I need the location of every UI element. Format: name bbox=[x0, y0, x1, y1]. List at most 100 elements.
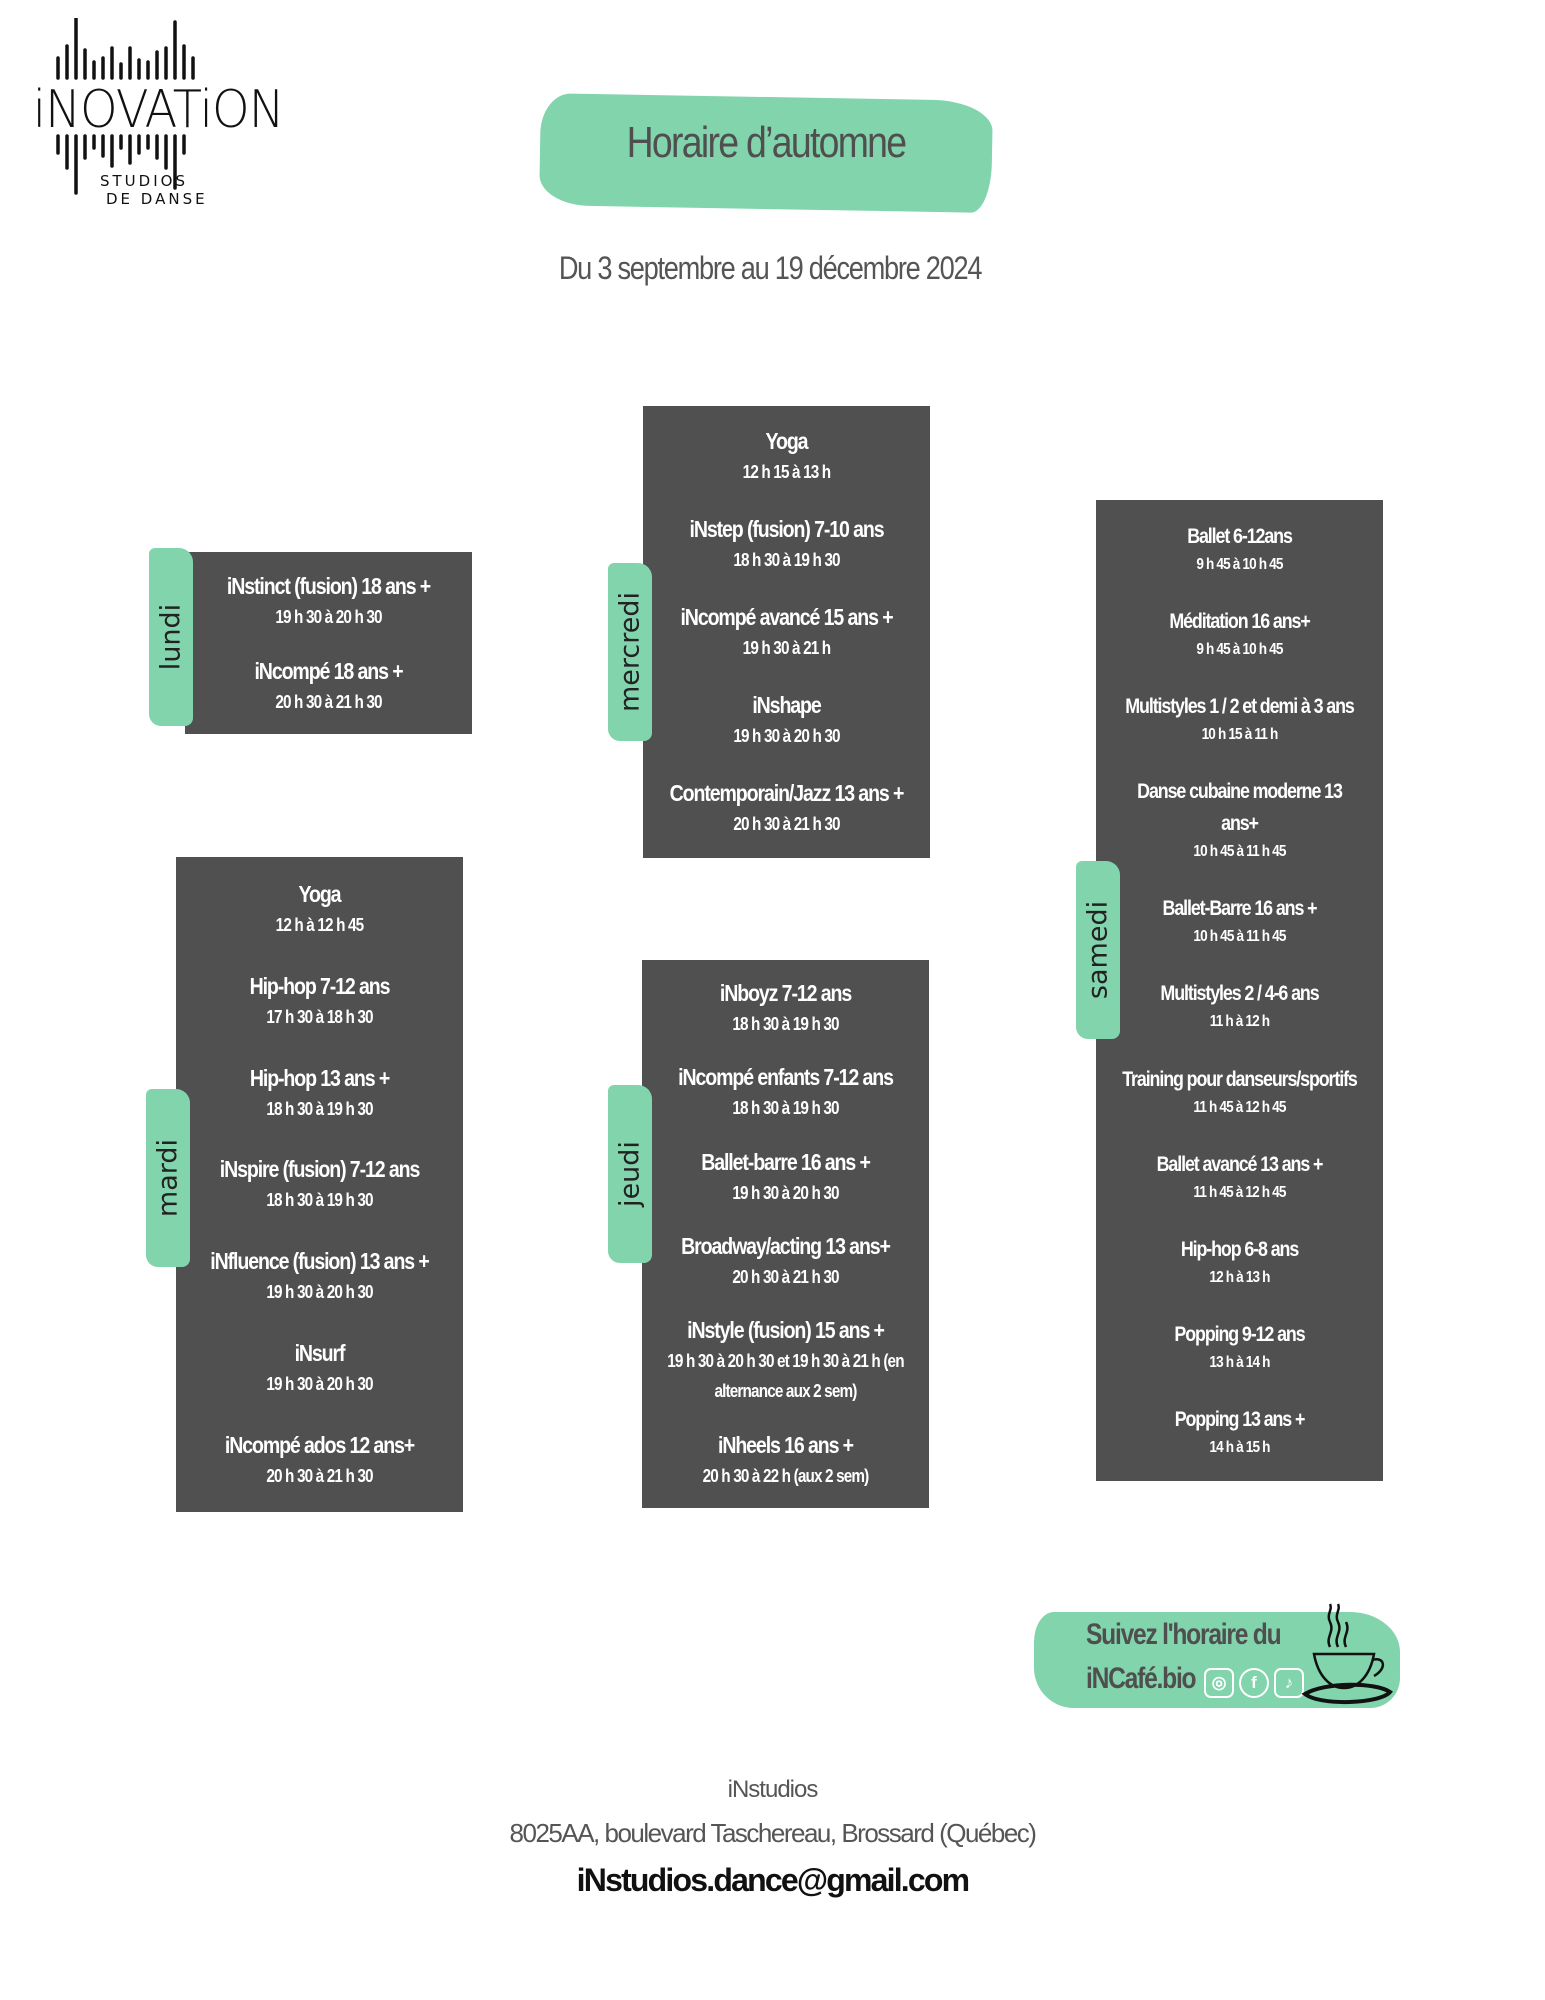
class-name: Training pour danseurs/sportifs bbox=[1122, 1067, 1358, 1091]
class-item: iNstyle (fusion) 15 ans +19 h 30 à 20 h … bbox=[642, 1314, 929, 1406]
class-name: Contemporain/Jazz 13 ans + bbox=[669, 780, 905, 806]
class-time: 20 h 30 à 21 h 30 bbox=[275, 691, 382, 712]
cafe-line1: Suivez l'horaire du bbox=[1086, 1618, 1282, 1651]
instagram-icon[interactable]: ◎ bbox=[1204, 1668, 1234, 1698]
class-item: iNheels 16 ans +20 h 30 à 22 h (aux 2 se… bbox=[642, 1429, 929, 1491]
footer-address: 8025AA, boulevard Taschereau, Brossard (… bbox=[509, 1818, 1037, 1848]
class-time: 20 h 30 à 21 h 30 bbox=[266, 1465, 373, 1486]
class-time: 18 h 30 à 19 h 30 bbox=[732, 1098, 839, 1119]
day-label-text: jeudi bbox=[614, 1141, 646, 1207]
class-item: Broadway/acting 13 ans+ 20 h 30 à 21 h 30 bbox=[642, 1230, 929, 1292]
class-time: 12 h à 12 h 45 bbox=[275, 914, 364, 935]
day-label-lundi: lundi bbox=[149, 548, 193, 726]
class-name: iNfluence (fusion) 13 ans + bbox=[210, 1248, 430, 1275]
class-time: 19 h 30 à 20 h 30 bbox=[266, 1282, 373, 1303]
class-name: Multistyles 2 / 4-6 ans bbox=[1160, 982, 1319, 1006]
class-time: 20 h 30 à 22 h (aux 2 sem) bbox=[702, 1465, 870, 1486]
class-name: iNboyz 7-12 ans bbox=[719, 980, 852, 1007]
day-label-mercredi: mercredi bbox=[608, 563, 652, 741]
class-time: 13 h à 14 h bbox=[1209, 1354, 1270, 1372]
class-item: iNcompé 18 ans + 20 h 30 à 21 h 30 bbox=[185, 655, 472, 717]
class-item: Yoga 12 h à 12 h 45 bbox=[176, 878, 463, 940]
soundwave-icon bbox=[56, 18, 195, 195]
class-name: iNcompé 18 ans + bbox=[254, 657, 403, 684]
class-time: 10 h 15 à 11 h bbox=[1201, 725, 1279, 743]
footer-email[interactable]: iNstudios.dance@gmail.com bbox=[576, 1862, 970, 1898]
class-time: 14 h à 15 h bbox=[1209, 1439, 1270, 1457]
class-item: iNsurf 19 h 30 à 20 h 30 bbox=[176, 1337, 463, 1399]
coffee-cup-icon bbox=[1301, 1603, 1393, 1704]
class-time: 17 h 30 à 18 h 30 bbox=[266, 1006, 373, 1027]
day-label-text: mercredi bbox=[614, 591, 646, 713]
class-item: Hip-hop 13 ans + 18 h 30 à 19 h 30 bbox=[176, 1062, 463, 1124]
class-time: 19 h 30 à 20 h 30 bbox=[275, 606, 382, 627]
class-name: Hip-hop 7-12 ans bbox=[249, 972, 391, 999]
class-item: iNcompé enfants 7-12 ans 18 h 30 à 19 h 3… bbox=[642, 1061, 929, 1123]
class-item: Ballet 6-12ans 9 h 45 à 10 h 45 bbox=[1096, 521, 1383, 577]
class-item: iNboyz 7-12 ans 18 h 30 à 19 h 30 bbox=[642, 977, 929, 1039]
class-item: Ballet avancé 13 ans +11 h 45 à 12 h 45 bbox=[1096, 1149, 1383, 1205]
facebook-icon[interactable]: f bbox=[1239, 1668, 1269, 1698]
class-name: iNsurf bbox=[294, 1340, 346, 1367]
class-item: Contemporain/Jazz 13 ans + 20 h 30 à 21 h… bbox=[643, 777, 930, 839]
class-item: iNcompé ados 12 ans+ 20 h 30 à 21 h 30 bbox=[176, 1429, 463, 1491]
footer-studio-name: iNstudios bbox=[727, 1776, 819, 1803]
class-name: Multistyles 1 / 2 et demi à 3 ans bbox=[1125, 694, 1355, 718]
class-item: Méditation 16 ans+9 h 45 à 10 h 45 bbox=[1096, 606, 1383, 662]
class-item: Popping 9-12 ans 13 h à 14 h bbox=[1096, 1319, 1383, 1375]
class-name: iNspire (fusion) 7-12 ans bbox=[219, 1156, 421, 1183]
class-item: Ballet-barre 16 ans + 19 h 30 à 20 h 30 bbox=[642, 1146, 929, 1208]
class-name: Ballet-barre 16 ans + bbox=[701, 1148, 871, 1175]
class-time: 19 h 30 à 20 h 30 bbox=[266, 1374, 373, 1395]
class-item: Danse cubaine moderne 13 ans+10 h 45 à 1… bbox=[1096, 776, 1383, 864]
class-time: 18 h 30 à 19 h 30 bbox=[732, 1014, 839, 1035]
class-time: 9 h 45 à 10 h 45 bbox=[1196, 640, 1283, 658]
logo: iNOVATiON STUDIOS DE DANSE bbox=[22, 18, 292, 208]
class-time: 10 h 45 à 11 h 45 bbox=[1193, 928, 1286, 946]
class-time: 19 h 30 à 20 h 30 et 19 h 30 à 21 h (en … bbox=[667, 1351, 904, 1402]
class-name: Broadway/acting 13 ans+ bbox=[681, 1233, 891, 1260]
class-name: iNcompé enfants 7-12 ans bbox=[678, 1064, 894, 1091]
class-item: Multistyles 1 / 2 et demi à 3 ans 10 h 15… bbox=[1096, 691, 1383, 747]
cafe-link[interactable]: iNCafé.bio bbox=[1086, 1662, 1197, 1695]
class-time: 19 h 30 à 20 h 30 bbox=[732, 1182, 839, 1203]
day-label-text: samedi bbox=[1082, 900, 1114, 1000]
day-label-text: lundi bbox=[155, 603, 187, 671]
class-time: 18 h 30 à 19 h 30 bbox=[733, 550, 840, 570]
day-label-samedi: samedi bbox=[1076, 861, 1120, 1039]
class-time: 20 h 30 à 21 h 30 bbox=[733, 814, 840, 834]
class-item: Ballet-Barre 16 ans + 10 h 45 à 11 h 45 bbox=[1096, 893, 1383, 949]
class-name: Yoga bbox=[298, 880, 342, 907]
class-name: Hip-hop 13 ans + bbox=[249, 1064, 390, 1091]
class-time: 12 h 15 à 13 h bbox=[742, 462, 831, 482]
class-name: iNcompé ados 12 ans+ bbox=[224, 1431, 415, 1458]
class-name: Popping 13 ans + bbox=[1174, 1408, 1306, 1432]
class-time: 9 h 45 à 10 h 45 bbox=[1196, 555, 1283, 573]
class-item: Hip-hop 6-8 ans 12 h à 13 h bbox=[1096, 1234, 1383, 1290]
class-item: iNfluence (fusion) 13 ans + 19 h 30 à 20 … bbox=[176, 1245, 463, 1307]
class-name: iNstinct (fusion) 18 ans + bbox=[226, 572, 431, 599]
class-time: 12 h à 13 h bbox=[1209, 1268, 1270, 1286]
class-time: 19 h 30 à 20 h 30 bbox=[733, 726, 840, 746]
class-item: Hip-hop 7-12 ans 17 h 30 à 18 h 30 bbox=[176, 970, 463, 1032]
day-label-mardi: mardi bbox=[146, 1089, 190, 1267]
date-range: Du 3 septembre au 19 décembre 2024 bbox=[558, 250, 983, 286]
class-time: 11 h 45 à 12 h 45 bbox=[1193, 1098, 1286, 1116]
class-item: Training pour danseurs/sportifs 11 h 45 à… bbox=[1096, 1064, 1383, 1120]
tiktok-icon[interactable]: ♪ bbox=[1274, 1668, 1304, 1698]
class-name: Hip-hop 6-8 ans bbox=[1180, 1237, 1299, 1261]
class-name: Popping 9-12 ans bbox=[1174, 1323, 1305, 1347]
class-time: 18 h 30 à 19 h 30 bbox=[266, 1098, 373, 1119]
class-name: Ballet 6-12ans bbox=[1187, 524, 1293, 548]
class-name: Ballet-Barre 16 ans + bbox=[1162, 897, 1318, 921]
schedule-box-lundi: iNstinct (fusion) 18 ans + 19 h 30 à 20 h… bbox=[185, 552, 472, 734]
class-time: 20 h 30 à 21 h 30 bbox=[732, 1267, 839, 1288]
